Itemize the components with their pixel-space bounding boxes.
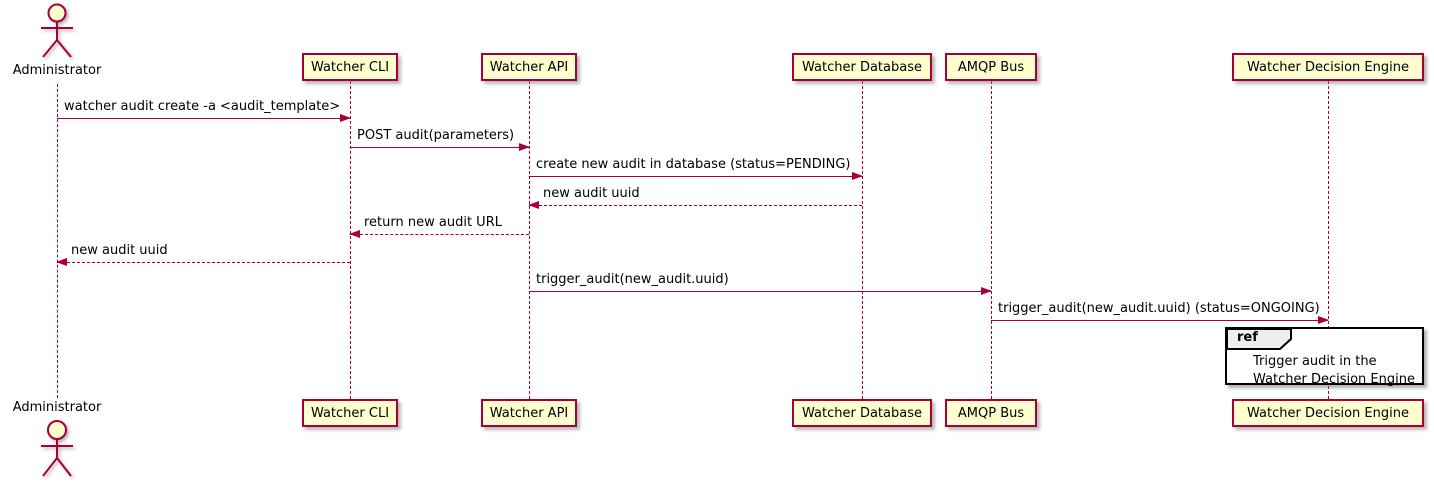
participant-label: AMQP Bus [957,59,1025,75]
participant-label: Watcher Database [802,405,922,421]
participant-amqp-bus: AMQP Bus [945,53,1037,81]
message-line [350,147,529,148]
message-label: new audit uuid [543,186,640,201]
message-label: return new audit URL [364,215,502,230]
ref-keyword: ref [1237,330,1258,345]
message-create-audit-db: create new audit in database (status=PEN… [529,155,863,180]
message-line [529,291,991,292]
participant-label: AMQP Bus [957,405,1025,421]
message-label: trigger_audit(new_audit.uuid) [536,272,729,287]
participant-label: Watcher CLI [310,405,390,421]
participant-label: Watcher API [489,59,569,75]
ref-tab: ref [1226,328,1292,350]
ref-text: Trigger audit in the Watcher Decision En… [1253,353,1415,389]
ref-fragment: ref Trigger audit in the Watcher Decisio… [1225,327,1424,387]
participant-label: Watcher Decision Engine [1247,59,1409,75]
message-label: trigger_audit(new_audit.uuid) (status=ON… [998,301,1320,316]
message-line [991,320,1328,321]
message-line [529,176,862,177]
lifeline-administrator [57,84,58,398]
participant-label: Watcher API [489,405,569,421]
ref-text-line1: Trigger audit in the [1253,354,1377,369]
participant-amqp-bus-bottom: AMQP Bus [945,399,1037,427]
message-trigger-audit-ongoing: trigger_audit(new_audit.uuid) (status=ON… [991,299,1329,324]
message-line [350,234,529,235]
participant-watcher-api: Watcher API [481,53,577,81]
participant-watcher-decision-engine: Watcher Decision Engine [1232,53,1424,81]
lifeline-amqp-bus [991,81,992,399]
lifeline-watcher-database [862,81,863,399]
ref-text-line2: Watcher Decision Engine [1253,372,1415,387]
participant-watcher-cli-bottom: Watcher CLI [302,399,398,427]
lifeline-watcher-api [529,81,530,399]
arrowhead-right-icon [519,143,530,151]
actor-icon [41,3,73,58]
participant-watcher-decision-engine-bottom: Watcher Decision Engine [1232,399,1424,427]
participant-label: Watcher CLI [310,59,390,75]
ref-pentagon-icon [1226,328,1292,350]
lifeline-watcher-cli [350,81,351,399]
arrowhead-right-icon [1318,316,1329,324]
message-line [529,205,862,206]
participant-watcher-database: Watcher Database [792,53,932,81]
actor-label-bottom: Administrator [12,400,102,415]
lifeline-watcher-decision-engine [1328,81,1329,399]
message-label: watcher audit create -a <audit_template> [64,99,341,114]
participant-watcher-cli: Watcher CLI [302,53,398,81]
participant-watcher-database-bottom: Watcher Database [792,399,932,427]
message-line [57,118,350,119]
arrowhead-right-icon [852,172,863,180]
actor-label: Administrator [12,63,102,78]
arrowhead-right-icon [981,287,992,295]
participant-watcher-api-bottom: Watcher API [481,399,577,427]
message-post-audit: POST audit(parameters) [350,126,530,151]
participant-label: Watcher Decision Engine [1247,405,1409,421]
message-new-audit-uuid-admin: new audit uuid [56,241,350,266]
arrowhead-left-icon [349,230,360,238]
message-return-audit-url: return new audit URL [349,213,529,238]
message-label: create new audit in database (status=PEN… [536,157,851,172]
arrowhead-left-icon [528,201,539,209]
arrowhead-right-icon [340,114,351,122]
message-new-audit-uuid-db: new audit uuid [528,184,862,209]
message-trigger-audit: trigger_audit(new_audit.uuid) [529,270,992,295]
message-audit-create: watcher audit create -a <audit_template> [57,97,351,122]
participant-label: Watcher Database [802,59,922,75]
arrowhead-left-icon [56,258,67,266]
message-label: new audit uuid [71,243,168,258]
message-line [57,262,350,263]
actor-icon-bottom [41,420,73,477]
message-label: POST audit(parameters) [357,128,515,143]
